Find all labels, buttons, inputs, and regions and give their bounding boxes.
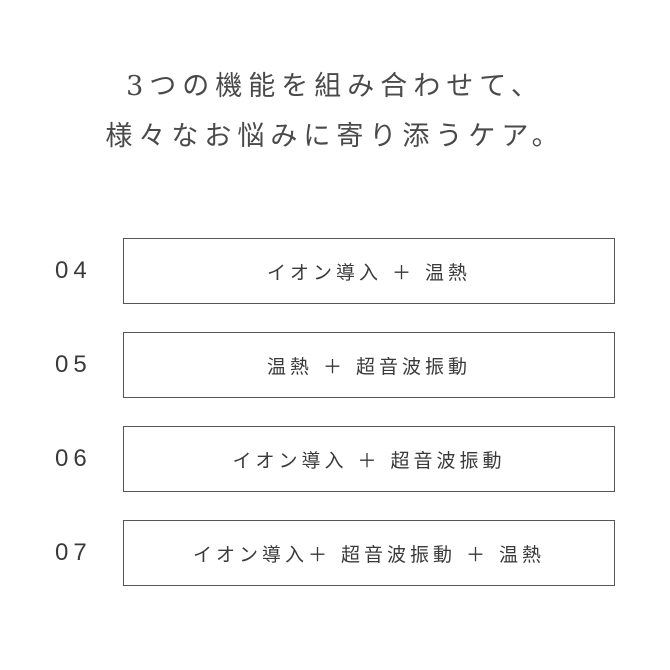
combination-box: イオン導入 ＋ 超音波振動 bbox=[123, 426, 615, 492]
item-number: 07 bbox=[55, 539, 92, 566]
combination-item-06: 06 イオン導入 ＋ 超音波振動 bbox=[0, 426, 670, 492]
item-number: 05 bbox=[55, 351, 92, 378]
combination-item-07: 07 イオン導入＋ 超音波振動 ＋ 温熱 bbox=[0, 520, 670, 586]
headline-line-2: 様々なお悩みに寄り添うケア。 bbox=[105, 121, 565, 152]
combination-box: イオン導入 ＋ 温熱 bbox=[123, 238, 615, 304]
combination-box: 温熱 ＋ 超音波振動 bbox=[123, 332, 615, 398]
combination-label: イオン導入 ＋ 超音波振動 bbox=[232, 449, 506, 472]
item-number: 06 bbox=[55, 445, 92, 472]
combination-item-04: 04 イオン導入 ＋ 温熱 bbox=[0, 238, 670, 304]
item-number: 04 bbox=[55, 257, 92, 284]
headline: 3つの機能を組み合わせて、 様々なお悩みに寄り添うケア。 bbox=[0, 62, 670, 162]
combination-label: イオン導入＋ 超音波振動 ＋ 温熱 bbox=[192, 543, 546, 566]
combination-label: イオン導入 ＋ 温熱 bbox=[266, 261, 472, 284]
combination-box: イオン導入＋ 超音波振動 ＋ 温熱 bbox=[123, 520, 615, 586]
combination-item-05: 05 温熱 ＋ 超音波振動 bbox=[0, 332, 670, 398]
combination-label: 温熱 ＋ 超音波振動 bbox=[266, 355, 472, 378]
combination-list: 04 イオン導入 ＋ 温熱 05 温熱 ＋ 超音波振動 06 イオン導入 ＋ 超… bbox=[0, 238, 670, 614]
headline-line-1: 3つの機能を組み合わせて、 bbox=[126, 71, 544, 102]
